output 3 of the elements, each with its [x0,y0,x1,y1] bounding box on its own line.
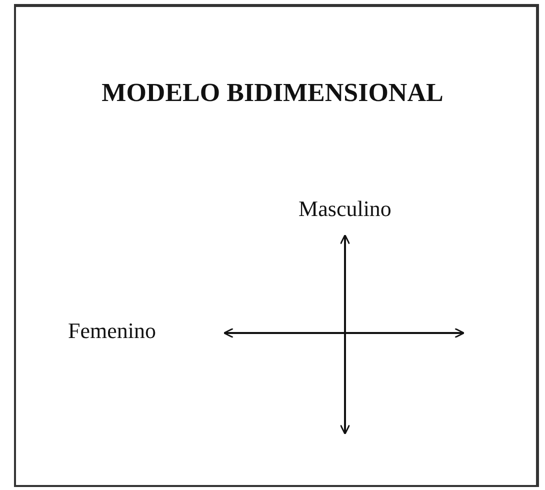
axis-label: Masculino [298,196,392,222]
axis-label: Femenino [68,318,156,344]
title: MODELO BIDIMENSIONAL [100,78,444,108]
